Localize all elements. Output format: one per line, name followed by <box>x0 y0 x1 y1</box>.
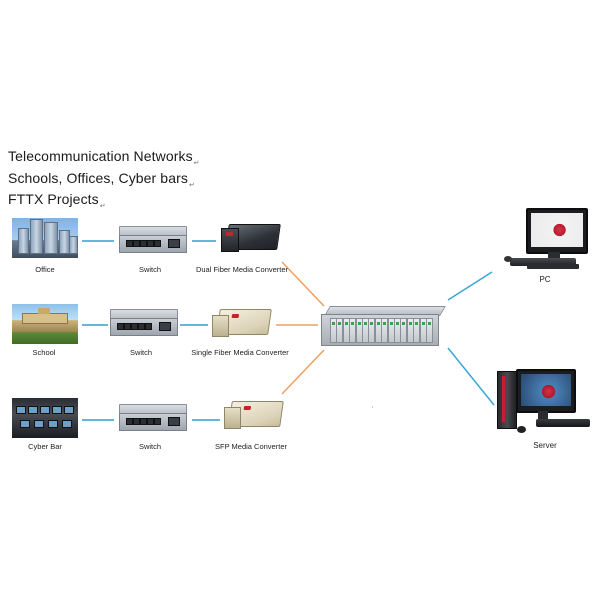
school-label: School <box>32 348 56 357</box>
cyber-bar-photo <box>12 398 78 438</box>
switch-3-label: Switch <box>138 442 162 451</box>
fiber-link-1 <box>281 261 325 307</box>
switch-1-label: Switch <box>138 265 162 274</box>
sfp-converter <box>224 399 284 429</box>
school-photo <box>12 304 78 344</box>
single-fiber-converter <box>212 307 272 337</box>
server-label: Server <box>533 441 557 450</box>
pc-label: PC <box>539 275 551 284</box>
stray-mark: ' <box>372 407 373 413</box>
heading-schools-text: Schools, Offices, Cyber bars <box>8 170 188 186</box>
switch-3 <box>119 404 187 431</box>
dual-fiber-converter <box>221 222 281 252</box>
heading-fttx: FTTX Projects↵ <box>8 191 106 210</box>
fiber-link-3 <box>281 349 325 395</box>
switch-2 <box>110 309 178 336</box>
dual-fiber-converter-label: Dual Fiber Media Converter <box>195 265 289 274</box>
heading-telecom-text: Telecommunication Networks <box>8 148 193 164</box>
office-photo <box>12 218 78 258</box>
heading-schools: Schools, Offices, Cyber bars↵ <box>8 170 195 189</box>
heading-telecom: Telecommunication Networks↵ <box>8 148 200 167</box>
media-converter-chassis <box>321 306 446 348</box>
office-label: Office <box>35 265 55 274</box>
sfp-converter-label: SFP Media Converter <box>215 442 287 451</box>
cyber-bar-label: Cyber Bar <box>28 442 62 451</box>
uplink-pc <box>447 271 493 301</box>
single-fiber-converter-label: Single Fiber Media Converter <box>191 348 289 357</box>
heading-fttx-text: FTTX Projects <box>8 191 99 207</box>
switch-1 <box>119 226 187 253</box>
chassis-slot <box>426 318 433 343</box>
uplink-server <box>447 347 495 406</box>
switch-2-label: Switch <box>129 348 153 357</box>
